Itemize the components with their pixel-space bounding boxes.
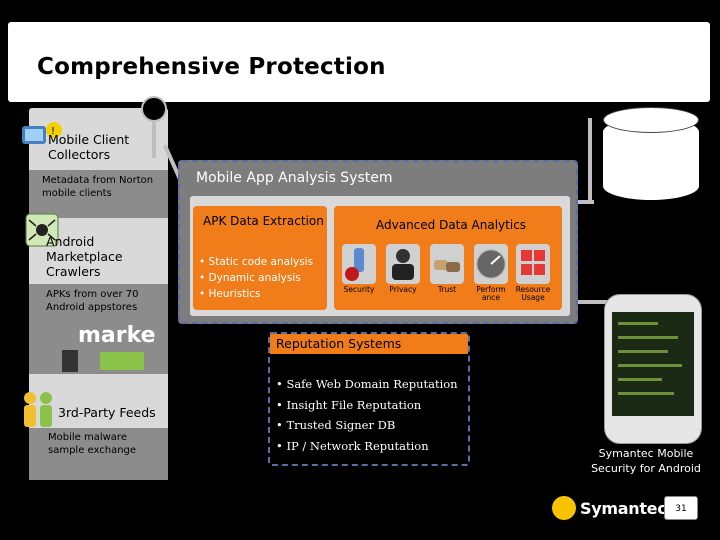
reputation-header [270, 334, 468, 354]
apk-extraction-title: APK Data Extraction [203, 214, 324, 228]
analytics-label: Security [343, 285, 375, 294]
analytics-performance: Perform ance [472, 240, 510, 302]
analytics-resource-usage: Resource Usage [514, 240, 552, 302]
screen-line [618, 364, 682, 367]
symantec-check-icon [552, 496, 576, 520]
screen-line [618, 378, 662, 381]
reputation-list: • Safe Web Domain Reputation • Insight F… [276, 374, 458, 456]
market-logo: market [78, 323, 156, 348]
client-collectors-heading: Mobile Client Collectors [48, 132, 130, 162]
connector-line [152, 118, 156, 158]
analysis-system-title: Mobile App Analysis System [196, 170, 393, 186]
slide-title: Comprehensive Protection [37, 54, 386, 80]
feeds-detail: Mobile malware sample exchange [48, 432, 137, 456]
screen-line [618, 392, 674, 395]
crawlers-band [29, 284, 168, 374]
handshake-icon [430, 244, 464, 284]
svg-text:!: ! [51, 126, 55, 137]
advanced-analytics-title: Advanced Data Analytics [376, 218, 527, 232]
analytics-label: Trust [437, 285, 457, 294]
apk-extraction-box [193, 206, 327, 310]
analytics-privacy: Privacy [384, 240, 422, 300]
apk-bullet: • Heuristics [199, 288, 261, 300]
analytics-security: Security [340, 240, 378, 300]
footer-label: Mobile Protection [36, 503, 127, 515]
crawlers-detail: APKs from over 70 Android appstores [46, 289, 139, 313]
screen-line [618, 336, 678, 339]
reputation-bullet: • Insight File Reputation [276, 397, 422, 412]
database-top [603, 107, 699, 133]
phone-caption: Symantec Mobile Security for Android [591, 447, 701, 475]
reputation-title: Reputation Systems [276, 336, 402, 351]
screen-line [618, 350, 668, 353]
client-collectors-detail: Metadata from Norton mobile clients [42, 175, 154, 199]
apk-bullet: • Dynamic analysis [199, 272, 301, 284]
spy-icon [386, 244, 420, 284]
reputation-bullet: • IP / Network Reputation [276, 438, 429, 453]
spider-crawler-icon [25, 213, 59, 247]
reputation-frame [268, 332, 470, 466]
feeds-heading: 3rd-Party Feeds [58, 405, 156, 420]
collectors-band [29, 170, 168, 218]
analytics-trust: Trust [428, 240, 466, 300]
feeds-band [29, 428, 168, 480]
crawlers-heading: Android Marketplace Crawlers [46, 234, 123, 279]
connector-line [588, 118, 592, 202]
title-bar [8, 22, 710, 102]
page-number: 31 [664, 496, 698, 520]
apk-extraction-list: • Static code analysis • Dynamic analysi… [199, 254, 313, 302]
symantec-brand: Symantec. [580, 499, 673, 518]
reputation-bullet: • Safe Web Domain Reputation [276, 377, 458, 391]
analytics-label: Perform ance [476, 285, 506, 302]
virus-bug-icon [342, 244, 376, 284]
connector-node [141, 96, 167, 122]
apps-icon [516, 244, 550, 284]
reputation-bullet: • Trusted Signer DB [276, 418, 396, 432]
connector-line [560, 300, 612, 304]
people-feeds-icon [24, 392, 52, 427]
gauge-icon [474, 244, 508, 284]
client-collectors-icon: ! [22, 122, 62, 144]
app-store-logos: market [62, 323, 156, 372]
analytics-label: Privacy [389, 285, 417, 294]
screen-line [618, 322, 658, 325]
analytics-label: Resource Usage [515, 285, 551, 302]
apk-bullet: • Static code analysis [199, 256, 314, 268]
